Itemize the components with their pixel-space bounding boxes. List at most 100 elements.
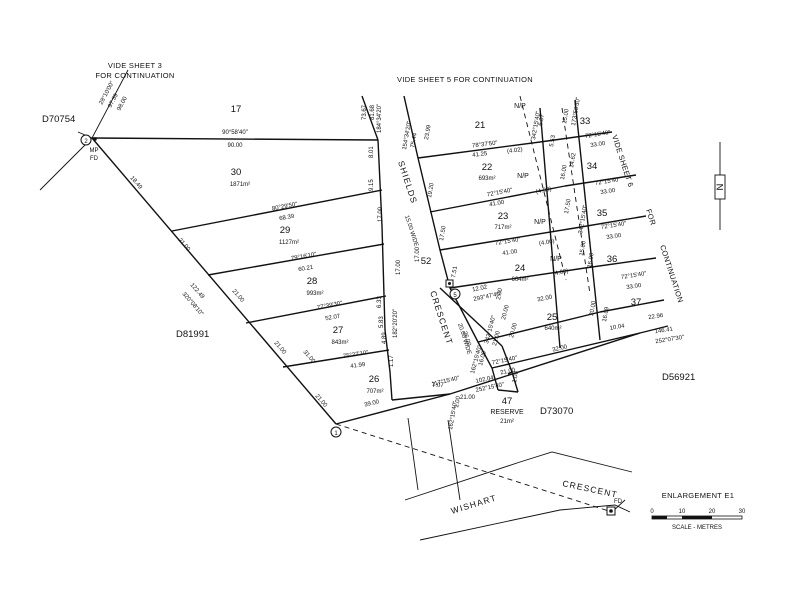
- dim-b29: 79°16'10": [291, 252, 317, 262]
- np-3: N/P: [534, 219, 546, 226]
- mark-5: 5: [445, 279, 461, 300]
- dim-n4: 17.50: [564, 198, 573, 214]
- dim-d34: 33.00: [600, 188, 616, 196]
- dim-e9: 6.33: [377, 296, 383, 308]
- dim-d37a: 22.96: [648, 313, 664, 321]
- lot-35: 35: [597, 208, 608, 219]
- dim-s2: 7.07: [432, 383, 444, 389]
- plan-references: D70754 D81991 D56921 D73070: [42, 114, 695, 417]
- dim-d33: 33.00: [590, 141, 606, 149]
- dim-top1: 342°15'40": [531, 111, 542, 141]
- dim-d36: 33.00: [626, 283, 642, 291]
- dim-e6: 17.00: [378, 206, 384, 222]
- area-24: 664m²: [511, 277, 528, 283]
- lot-27: 27: [333, 325, 344, 336]
- area-29: 1127m²: [279, 240, 299, 246]
- dim-d26: 39.00: [364, 399, 381, 408]
- dim-e12: 182°20'20": [393, 309, 399, 338]
- lot-28: 28: [307, 276, 318, 287]
- dim-top4: 173°56'30": [571, 97, 582, 127]
- dim-d21b: (4.02): [507, 147, 523, 155]
- mark-5-label: 5: [453, 293, 457, 299]
- dim-e11: 4.89: [382, 332, 388, 344]
- enlargement-title: ENLARGEMENT E1: [662, 491, 734, 500]
- mark-1-label: 1: [334, 431, 338, 437]
- dim-s4: 252°15'40": [475, 382, 505, 394]
- dim-e13: 1.17: [389, 355, 395, 367]
- mark-1: 1: [330, 426, 342, 438]
- vide-continuation: CONTINUATION: [658, 244, 685, 304]
- dim-c5: 26.00: [461, 331, 472, 348]
- reserve-label: RESERVE: [490, 409, 524, 416]
- dim-d30: 68.39: [279, 214, 296, 223]
- fd-label: FD: [90, 156, 99, 162]
- dim-b25: 72°15'40": [492, 355, 518, 366]
- dim-n6: 342°15'40": [578, 205, 589, 235]
- dim-b22: 72°15'40": [487, 188, 513, 199]
- dim-d23: 41.00: [502, 249, 518, 257]
- dim-d22: 41.00: [489, 200, 506, 209]
- area-47: 21m²: [500, 419, 514, 425]
- area-26: 707m²: [366, 389, 383, 395]
- np-labels: N/P N/P N/P N/P: [514, 103, 562, 263]
- dim-w4: 21.00: [272, 340, 287, 356]
- lot-22: 22: [482, 162, 493, 173]
- dim-e8: 17.00: [415, 246, 421, 262]
- lot-34: 34: [587, 161, 598, 172]
- plan-d81991: D81991: [176, 329, 209, 340]
- dim-b33: 72°15'40": [585, 130, 611, 140]
- lot-47: 47: [502, 396, 513, 407]
- lot-29: 29: [280, 225, 291, 236]
- dim-s7: 162°15'40": [448, 401, 459, 431]
- area-27: 843m²: [331, 340, 348, 346]
- dim-s9: 2.00: [496, 287, 504, 300]
- lot-36: 36: [607, 254, 618, 265]
- plan-d73070: D73070: [540, 406, 573, 417]
- dim-n10: 10.04: [609, 323, 625, 332]
- lot-23: 23: [498, 211, 509, 222]
- dim-n7: 15.00: [579, 240, 588, 256]
- vide-sheet-5: VIDE SHEET 5 FOR CONTINUATION: [397, 75, 533, 84]
- dim-d37c: 252°07'30": [655, 335, 685, 345]
- plan-d70754: D70754: [42, 114, 75, 125]
- lot-17: 17: [231, 104, 242, 115]
- dim-n5: 16.00: [587, 252, 596, 268]
- lot-24: 24: [515, 263, 526, 274]
- lot-30: 30: [231, 167, 242, 178]
- scale-tick-20: 20: [709, 509, 716, 515]
- dim-b24b: 293°47'40": [473, 291, 503, 303]
- lot-37: 37: [631, 297, 642, 308]
- street-wishart: WISHART: [450, 492, 498, 515]
- dim-s8: 1.00: [512, 370, 520, 383]
- dim-n2: 14.62: [569, 152, 578, 168]
- fd2-label: FD: [614, 499, 623, 505]
- dim-e5: 9.15: [369, 179, 375, 191]
- survey-marks: 2 MP FD 1 5 FD: [80, 134, 623, 516]
- dim-d17: 90.00: [227, 143, 243, 149]
- scale-bar: ENLARGEMENT E1 0 10 20 30 SCALE - METRES: [650, 491, 746, 531]
- dim-c8: 16.00: [478, 350, 488, 367]
- dim-b24a: 12.02: [472, 284, 489, 293]
- street-shields: SHIELDS: [396, 160, 419, 206]
- area-30: 1871m²: [230, 182, 250, 188]
- dim-s5: 21.00: [460, 395, 476, 401]
- boundary-lines: [39, 69, 669, 541]
- lot-52: 52: [421, 256, 432, 267]
- dim-b23: 72°15'40": [495, 237, 521, 247]
- scale-label: SCALE - METRES: [672, 525, 722, 531]
- dim-n1: 5.53: [549, 134, 557, 147]
- dim-s6: 1.00: [454, 395, 462, 408]
- dim-b35: 72°15'40": [601, 221, 627, 231]
- dim-b30: 80°29'50": [272, 202, 298, 213]
- mark-2: 2 MP FD: [80, 134, 99, 162]
- dim-b21: 78°37'50": [472, 140, 498, 149]
- dim-e3: 184°34'20": [377, 104, 383, 133]
- scale-tick-0: 0: [650, 509, 654, 515]
- north-arrow: N: [714, 142, 726, 230]
- dim-d25b: 32.00: [552, 344, 569, 353]
- street-width: 15.00 WIDE: [403, 215, 419, 248]
- mark-fd: FD: [606, 499, 623, 516]
- dim-c2: 17.50: [439, 225, 448, 241]
- lot-26: 26: [369, 374, 380, 385]
- dim-d24b: (4.00): [552, 268, 569, 277]
